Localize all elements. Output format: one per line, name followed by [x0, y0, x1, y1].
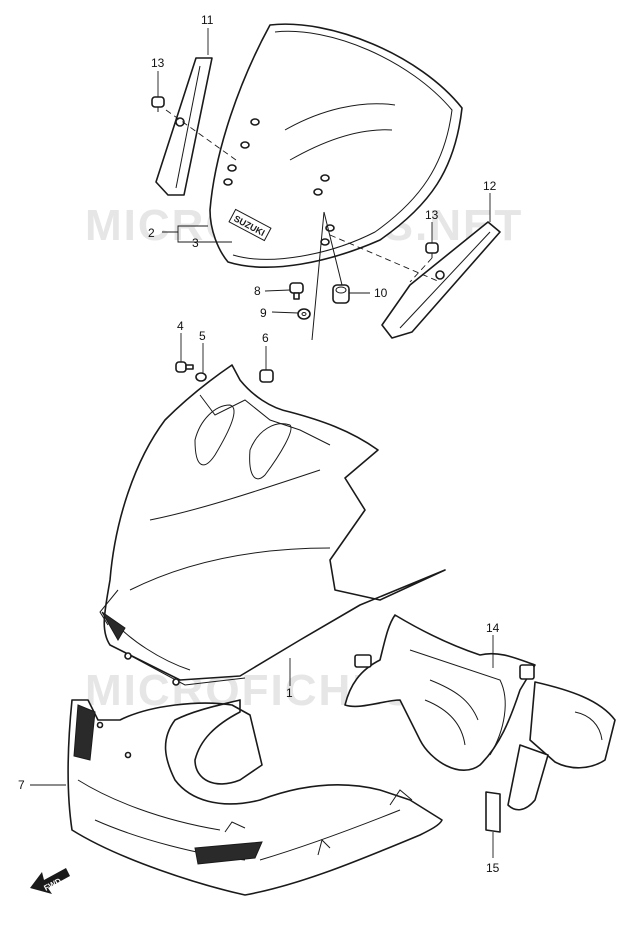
label-sticker-15	[485, 791, 501, 833]
callout-14: 14	[486, 621, 500, 635]
clip-6	[259, 369, 274, 383]
callout-15: 15	[486, 861, 500, 875]
callout-numbers: 11 13 12 13 2 3 8 9 10 4 5 6 1 14 7 15	[18, 13, 500, 875]
inner-duct	[344, 614, 616, 811]
screw-13-left	[151, 96, 165, 112]
leader-lines	[30, 28, 494, 858]
forward-arrow-icon: FWD	[30, 868, 70, 894]
callout-6: 6	[262, 331, 269, 345]
washer-5	[195, 372, 207, 382]
nut-10	[332, 284, 350, 304]
callout-13-left: 13	[151, 56, 165, 70]
callout-11: 11	[201, 13, 214, 27]
bolt-8	[289, 282, 304, 300]
callout-1: 1	[286, 686, 293, 700]
callout-4: 4	[177, 319, 184, 333]
callout-10: 10	[374, 286, 388, 300]
upper-cowling	[99, 364, 446, 686]
callout-12: 12	[483, 179, 497, 193]
washer-9	[297, 308, 311, 320]
screw-4	[175, 361, 194, 373]
callout-3: 3	[192, 236, 199, 250]
windscreen: SUZUKI	[209, 23, 463, 268]
callout-9: 9	[260, 306, 267, 320]
callout-7: 7	[18, 778, 25, 792]
callout-5: 5	[199, 329, 206, 343]
callout-2: 2	[148, 226, 155, 240]
bracket-11	[155, 57, 213, 196]
bracket-12	[381, 221, 501, 339]
lower-cowling	[67, 699, 443, 896]
screw-13-right	[425, 242, 439, 258]
callout-8: 8	[254, 284, 261, 298]
callout-13-right: 13	[425, 208, 439, 222]
